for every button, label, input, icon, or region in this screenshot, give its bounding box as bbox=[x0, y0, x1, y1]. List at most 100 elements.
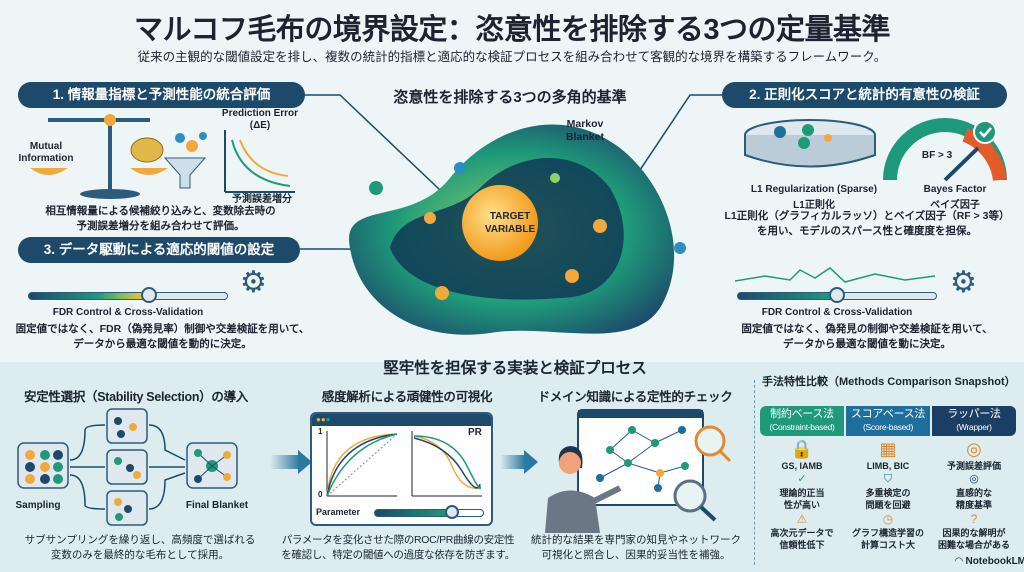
pro-line: 性が高い bbox=[783, 500, 820, 510]
gauge-icon bbox=[883, 118, 1007, 182]
sensitivity-caption: パラメータを変化させた際のROC/PR曲線の安定性 を確認し、特定の閾値への過度… bbox=[278, 533, 518, 563]
stability-caption: サブサンプリングを繰り返し、高頻度で選ばれる 変数のみを最終的な毛布として採用。 bbox=[4, 533, 276, 563]
comparison-column-score: スコアベース法 (Score-based) ▦ LIMB, BIC ⛉ 多重検定… bbox=[846, 406, 930, 551]
method-sub: (Wrapper) bbox=[956, 422, 992, 432]
method-examples: 予測誤差評価 bbox=[946, 461, 1001, 471]
bf-gauge-label: BF > 3 bbox=[921, 150, 953, 161]
caption-line: を確認し、特定の閾値への過度な依存を防ぎます。 bbox=[281, 549, 515, 561]
criterion1-caption: 相互情報量による候補絞り込みと、変数除去時の 予測誤差増分を組み合わせて評価。 bbox=[18, 204, 303, 234]
pro-line: 問題を回避 bbox=[865, 500, 911, 510]
cv-slider-handle[interactable] bbox=[829, 287, 845, 303]
criterion3-title: 3. データ駆動による適応的閾値の設定 bbox=[18, 237, 300, 263]
comparison-title: 手法特性比較（Methods Comparison Snapshot） bbox=[762, 376, 1016, 388]
stability-selection-diagram bbox=[17, 408, 238, 526]
threshold-slider[interactable] bbox=[28, 292, 228, 300]
method-name: スコアベース法 bbox=[850, 408, 926, 420]
column-header: ラッパー法 (Wrapper) bbox=[932, 406, 1016, 436]
con-line: 信頼性低下 bbox=[779, 540, 825, 550]
caption-line: 可視化と照合し、因果的妥当性を補強。 bbox=[541, 549, 731, 561]
gears-icon: ⚙ bbox=[240, 266, 267, 299]
caption-line: パラメータを変化させた際のROC/PR曲線の安定性 bbox=[281, 534, 515, 546]
page-subtitle: 従来の主観的な閾値設定を排し、複数の統計的指標と適応的な検証プロセスを組み合わせ… bbox=[137, 50, 887, 64]
pro-icon: ✓ bbox=[797, 473, 807, 485]
divider bbox=[754, 380, 755, 565]
method-icon: 🔒 bbox=[790, 439, 814, 459]
center-heading: 恣意性を排除する3つの多角的基準 bbox=[393, 89, 627, 106]
con-line: 高次元データで bbox=[770, 528, 834, 538]
cv-signal-line bbox=[735, 267, 935, 283]
con-icon: ? bbox=[970, 512, 978, 526]
con-line: 因果的な解明が bbox=[942, 528, 1006, 538]
sampling-label: Sampling bbox=[15, 500, 61, 511]
parameter-slider-handle[interactable] bbox=[445, 505, 459, 519]
method-sub: (Constraint-based) bbox=[769, 422, 835, 432]
caption-line: 予測誤差増分を組み合わせて評価。 bbox=[76, 220, 245, 232]
brand-label: NotebookLM bbox=[965, 556, 1024, 567]
target-variable-label: TARGET VARIABLE bbox=[484, 211, 536, 235]
con-line: グラフ構造学習の bbox=[851, 528, 924, 538]
caption-line: データから最適な閾値を動的に決定。 bbox=[73, 338, 252, 350]
arrow-head-icon bbox=[298, 450, 312, 474]
method-icon: ◎ bbox=[966, 439, 982, 459]
pro-line: 理論的正当 bbox=[779, 488, 825, 498]
caption-line: 固定値ではなく、偽発見の制御や交差検証を用いて、 bbox=[741, 323, 993, 335]
parameter-label: Parameter bbox=[316, 507, 361, 517]
caption-line: 統計的な結果を専門家の知見やネットワーク bbox=[531, 534, 741, 546]
column-header: スコアベース法 (Score-based) bbox=[846, 406, 930, 436]
comparison-column-constraint: 制約ベース法 (Constraint-based) 🔒 GS, IAMB ✓ 理… bbox=[760, 406, 844, 551]
threshold-slider-handle[interactable] bbox=[141, 287, 157, 303]
roc-y-min: 0 bbox=[318, 490, 323, 499]
flow-arrow bbox=[500, 455, 525, 469]
domain-title: ドメイン知識による定性的チェック bbox=[537, 390, 733, 404]
criterion2-caption: L1正則化（グラフィカルラッソ）とベイズ因子（RF > 3等） を用い、モデルの… bbox=[714, 209, 1020, 239]
comparison-column-wrapper: ラッパー法 (Wrapper) ◎ 予測誤差評価 ◎ 直感的な 精度基準 ? 因… bbox=[932, 406, 1016, 551]
stability-title: 安定性選択（Stability Selection）の導入 bbox=[24, 390, 248, 404]
criterion2-illustration bbox=[744, 118, 1007, 182]
caption-line: を用い、モデルのスパース性と確度度を担保。 bbox=[757, 225, 977, 237]
notebooklm-logo: ◠ NotebookLM bbox=[955, 556, 1024, 567]
bf-jp-label: ベイズ因子 bbox=[930, 200, 980, 211]
method-examples: LIMB, BIC bbox=[866, 461, 910, 471]
pro-icon: ⛉ bbox=[883, 473, 893, 485]
roc-y-max: 1 bbox=[318, 427, 323, 436]
process-heading: 堅牢性を担保する実装と検証プロセス bbox=[383, 360, 647, 377]
domain-caption: 統計的な結果を専門家の知見やネットワーク 可視化と照合し、因果的妥当性を補強。 bbox=[522, 533, 750, 563]
flow-arrow bbox=[270, 455, 300, 469]
con-icon: ◷ bbox=[882, 512, 894, 526]
parameter-slider[interactable] bbox=[374, 509, 484, 517]
l1-label: L1 Regularization (Sparse) bbox=[750, 184, 878, 195]
caption-line: 固定値ではなく、FDR（偽発見率）制御や交差検証を用いて、 bbox=[15, 323, 310, 335]
logo-icon: ◠ bbox=[955, 556, 966, 567]
comparison-table: 制約ベース法 (Constraint-based) 🔒 GS, IAMB ✓ 理… bbox=[760, 406, 1016, 551]
pe-label: Prediction Error (ΔE) bbox=[221, 108, 299, 131]
fdr-label: FDR Control & Cross-Validation bbox=[52, 307, 204, 318]
mi-label: Mutual Information bbox=[18, 141, 74, 164]
sensitivity-title: 感度解析による頑健性の可視化 bbox=[321, 390, 493, 404]
pe-axis-label: 予測誤差増分 bbox=[232, 194, 292, 205]
criterion2-title: 2. 正則化スコアと統計的有意性の検証 bbox=[722, 82, 1007, 108]
con-line: 計算コスト大 bbox=[860, 540, 915, 550]
page-title: マルコフ毛布の境界設定：恣意性を排除する3つの定量基準 bbox=[133, 14, 891, 46]
criterion2-fdr-caption: 固定値ではなく、偽発見の制御や交差検証を用いて、 データから最適な閾値を動に決定… bbox=[714, 322, 1020, 352]
bf-label: Bayes Factor bbox=[923, 184, 987, 195]
domain-check-illustration bbox=[545, 409, 732, 533]
funnel-icon bbox=[163, 132, 207, 189]
criterion3-caption: 固定値ではなく、FDR（偽発見率）制御や交差検証を用いて、 データから最適な閾値… bbox=[6, 322, 319, 352]
final-blanket-label: Final Blanket bbox=[185, 500, 249, 511]
sieve-icon bbox=[744, 119, 876, 168]
method-name: ラッパー法 bbox=[947, 408, 1001, 420]
caption-line: 相互情報量による候補絞り込みと、変数除去時の bbox=[45, 205, 276, 217]
error-curve-icon bbox=[224, 130, 295, 193]
balance-scale-icon bbox=[30, 114, 168, 199]
markov-blanket-label: Markov Blanket bbox=[566, 118, 604, 143]
caption-line: サブサンプリングを繰り返し、高頻度で選ばれる bbox=[24, 534, 256, 546]
criterion1-title: 1. 情報量指標と予測性能の統合評価 bbox=[18, 82, 305, 108]
caption-line: データから最適な閾値を動に決定。 bbox=[783, 338, 951, 350]
con-icon: ⚠ bbox=[796, 512, 808, 526]
roc-pr-curves bbox=[326, 431, 482, 497]
arrow-head-icon bbox=[524, 450, 538, 474]
fdr-label-right: FDR Control & Cross-Validation bbox=[761, 307, 913, 318]
caption-line: 変数のみを最終的な毛布として採用。 bbox=[50, 549, 230, 561]
window-titlebar: ●●● bbox=[312, 414, 491, 426]
markov-blanket-diagram bbox=[349, 124, 686, 335]
